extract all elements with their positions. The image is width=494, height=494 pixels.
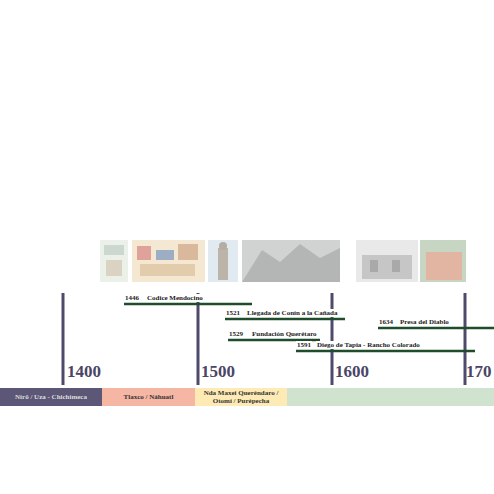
- era-band: [287, 388, 494, 406]
- event-year: 1634: [378, 318, 394, 326]
- event-name: Fundación Querétaro: [251, 330, 318, 338]
- event-name: Presa del Diablo: [399, 318, 450, 326]
- event-name: Codice Mendocino: [146, 294, 204, 302]
- century-label: 1500: [201, 362, 235, 381]
- band-label: Tlaxco / Náhuatl: [124, 393, 174, 401]
- band-label: Nda Maxei Queréndaro / Otomí / Purépecha: [198, 389, 284, 405]
- band-label: Nirö / Uza - Chichimeca: [15, 393, 87, 401]
- century-lines: [63, 293, 465, 385]
- event-name: Diego de Tapia - Rancho Colorado: [316, 341, 421, 349]
- language-band: Nirö / Uza - Chichimeca: [0, 388, 102, 406]
- event-name: Llegada de Conín a la Cañada: [246, 309, 338, 317]
- century-label: 1400: [67, 362, 101, 381]
- event-year: 1446: [124, 294, 140, 302]
- event-year: 1529: [228, 330, 244, 338]
- language-band: Tlaxco / Náhuatl: [102, 388, 195, 406]
- event-year: 1591: [296, 341, 312, 349]
- thumbnails: [100, 240, 466, 282]
- century-label: 170: [466, 362, 492, 381]
- event-year: 1521: [225, 309, 241, 317]
- event-bars: [124, 304, 494, 351]
- language-band: Nda Maxei Queréndaro / Otomí / Purépecha: [195, 388, 287, 406]
- century-label: 1600: [335, 362, 369, 381]
